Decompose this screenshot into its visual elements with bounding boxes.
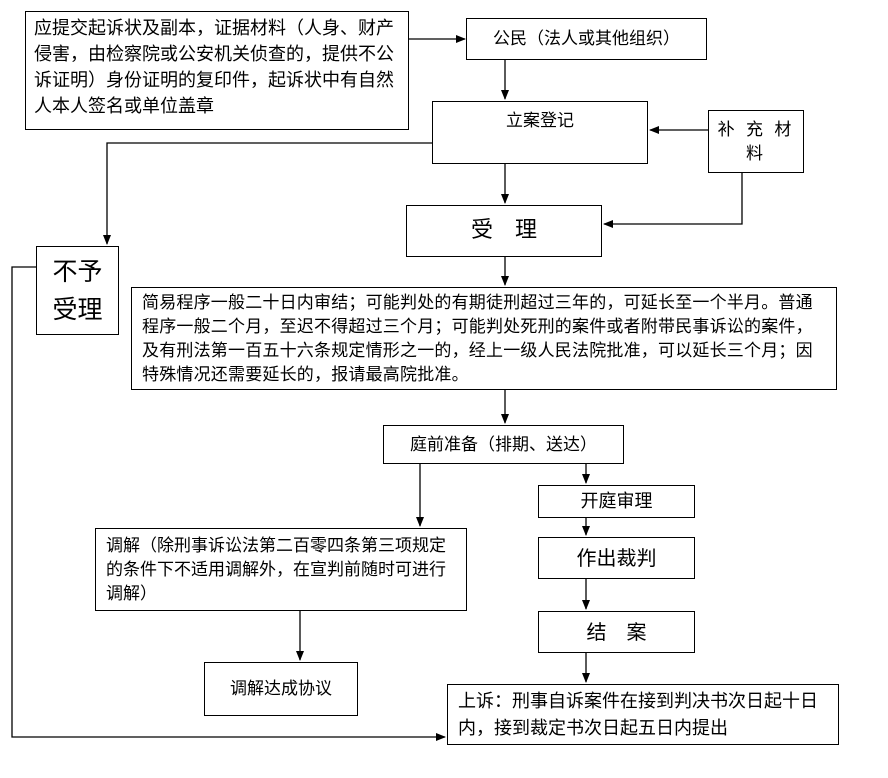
arrow-supplement-to-accept (603, 173, 743, 228)
hearing-box: 开庭审理 (538, 485, 695, 518)
citizen-box: 公民（法人或其他组织） (466, 18, 707, 60)
mediation-box: 调解（除刑事诉讼法第二百零四条第三项规定的条件下不适用调解外，在宣判前随时可进行… (95, 528, 467, 611)
arrow-reject-to-appeal (11, 266, 446, 741)
arrow-register-to-reject (103, 142, 432, 245)
accept-box: 受 理 (406, 205, 602, 257)
materials-box: 应提交起诉状及副本，证据材料（人身、财产侵害，由检察院或公安机关侦查的，提供不公… (25, 11, 409, 130)
supplement-box: 补 充 材料 (708, 110, 804, 173)
register-box: 立案登记 (432, 101, 648, 164)
deadline-box: 简易程序一般二十日内审结；可能判处的有期徒刑超过三年的，可延长至一个半月。普通程… (131, 287, 837, 390)
close-box: 结 案 (538, 611, 695, 653)
reject-box: 不予受理 (36, 246, 119, 335)
judgment-box: 作出裁判 (538, 537, 695, 579)
pretrial-box: 庭前准备（排期、送达） (383, 425, 624, 464)
mediation-agreement-box: 调解达成协议 (204, 662, 358, 716)
appeal-box: 上诉：刑事自诉案件在接到判决书次日起十日内，接到裁定书次日起五日内提出 (447, 684, 839, 745)
